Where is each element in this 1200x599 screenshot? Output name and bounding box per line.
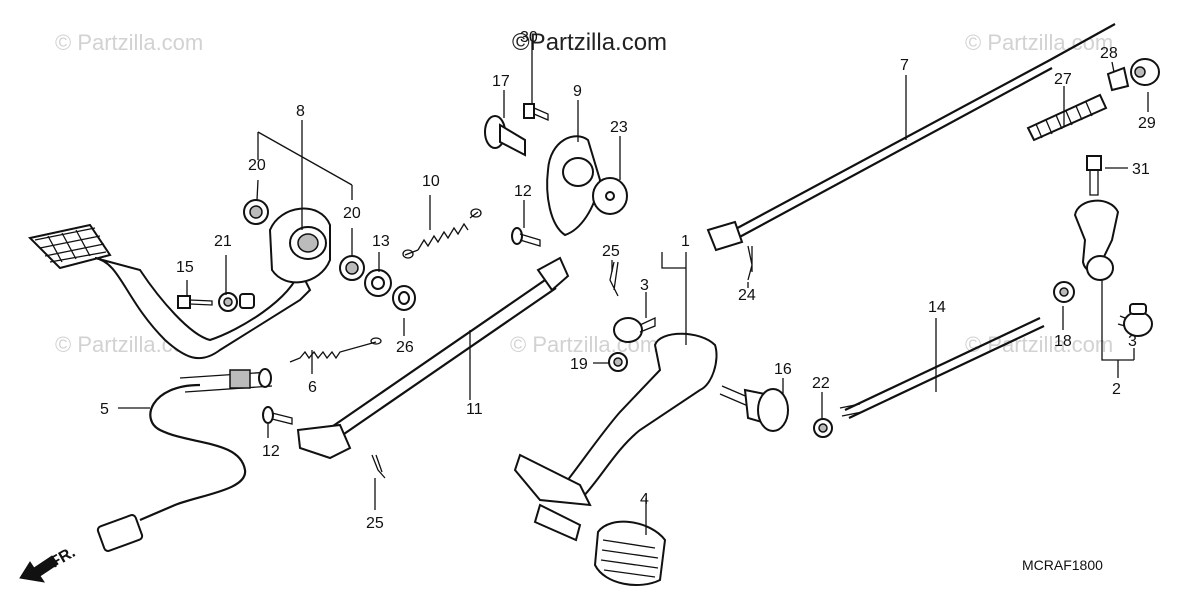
callout-28: 28 [1100, 45, 1118, 62]
callout-5: 5 [100, 401, 109, 418]
shift-arm-part-2 [1073, 199, 1120, 281]
callout-1: 1 [681, 233, 690, 250]
callout-17: 17 [492, 73, 510, 90]
washer-part-13 [364, 269, 392, 297]
clip-part-26 [392, 285, 416, 311]
callout-18: 18 [1054, 333, 1072, 350]
watermark-top-right: © Partzilla.com [965, 30, 1113, 55]
callout-14: 14 [928, 299, 946, 316]
callout-11: 11 [466, 401, 483, 418]
callout-12-lower: 12 [262, 443, 280, 460]
callout-23: 23 [610, 119, 628, 136]
callout-7: 7 [900, 57, 909, 74]
nut-part-19 [608, 352, 628, 372]
watermark-mid-right: © Partzilla.com [965, 332, 1113, 357]
callout-27: 27 [1054, 71, 1072, 88]
callout-2: 2 [1112, 381, 1121, 398]
callout-20-left: 20 [248, 157, 266, 174]
callout-25-upper: 25 [602, 243, 620, 260]
callout-25-lower: 25 [366, 515, 384, 532]
bushing-part-20a [243, 199, 269, 225]
callout-4: 4 [640, 491, 649, 508]
callout-3-right: 3 [1128, 333, 1137, 350]
callout-20-right: 20 [343, 205, 361, 222]
shift-pedal-part-4 [513, 332, 718, 586]
bolt-part-31 [1086, 155, 1102, 196]
washer-part-23 [592, 177, 628, 215]
callout-9: 9 [573, 83, 582, 100]
callout-6: 6 [308, 379, 317, 396]
ball-joint-part-3b [1117, 303, 1153, 337]
callout-24: 24 [738, 287, 756, 304]
callout-19: 19 [570, 356, 588, 373]
callout-30: 30 [520, 29, 538, 46]
ball-joint-part-3a [613, 316, 656, 343]
leader-lines [118, 42, 1149, 535]
cotter-pin-part-24 [747, 245, 753, 281]
rod-part-11 [296, 256, 570, 460]
bushing-part-20b [339, 255, 365, 281]
rod-part-14 [839, 317, 1045, 419]
collar-part-21b [239, 293, 255, 309]
stop-switch-cable-part-5 [96, 368, 273, 552]
callout-12-upper: 12 [514, 183, 532, 200]
brake-pedal-part [27, 207, 331, 360]
callout-21: 21 [214, 233, 232, 250]
rod-part-7 [706, 23, 1116, 252]
callout-16: 16 [774, 361, 792, 378]
diagram-code: MCRAF1800 [1022, 557, 1103, 573]
spring-part-27 [1026, 93, 1108, 142]
callout-29: 29 [1138, 115, 1156, 132]
watermark-main: ©Partzilla.com [512, 29, 667, 56]
nut-part-21 [218, 292, 238, 312]
callout-13: 13 [372, 233, 390, 250]
bolt-part-15 [177, 295, 213, 309]
pivot-bolt-part-16 [719, 385, 789, 432]
pin-part-12a [511, 227, 541, 247]
nut-part-22 [813, 418, 833, 438]
callout-31: 31 [1132, 161, 1150, 178]
nut-part-18 [1053, 281, 1075, 303]
callout-26: 26 [396, 339, 414, 356]
nut-part-29 [1130, 58, 1160, 86]
callout-15: 15 [176, 259, 194, 276]
spring-part-10 [402, 208, 482, 259]
bracket-part-9 [546, 135, 602, 237]
callout-22: 22 [812, 375, 830, 392]
callout-10: 10 [422, 173, 440, 190]
watermark-top-left: © Partzilla.com [55, 30, 203, 55]
callout-8: 8 [296, 103, 305, 120]
cotter-pin-part-25b [371, 454, 386, 479]
cotter-pin-part-25a [609, 261, 619, 297]
front-direction-arrow-icon [19, 555, 59, 583]
callout-3-center: 3 [640, 277, 649, 294]
collar-part-28 [1106, 66, 1130, 92]
spring-part-6 [289, 337, 382, 363]
pin-part-12b [262, 406, 293, 425]
bolt-part-17 [484, 115, 526, 157]
bolt-part-30 [523, 103, 549, 121]
